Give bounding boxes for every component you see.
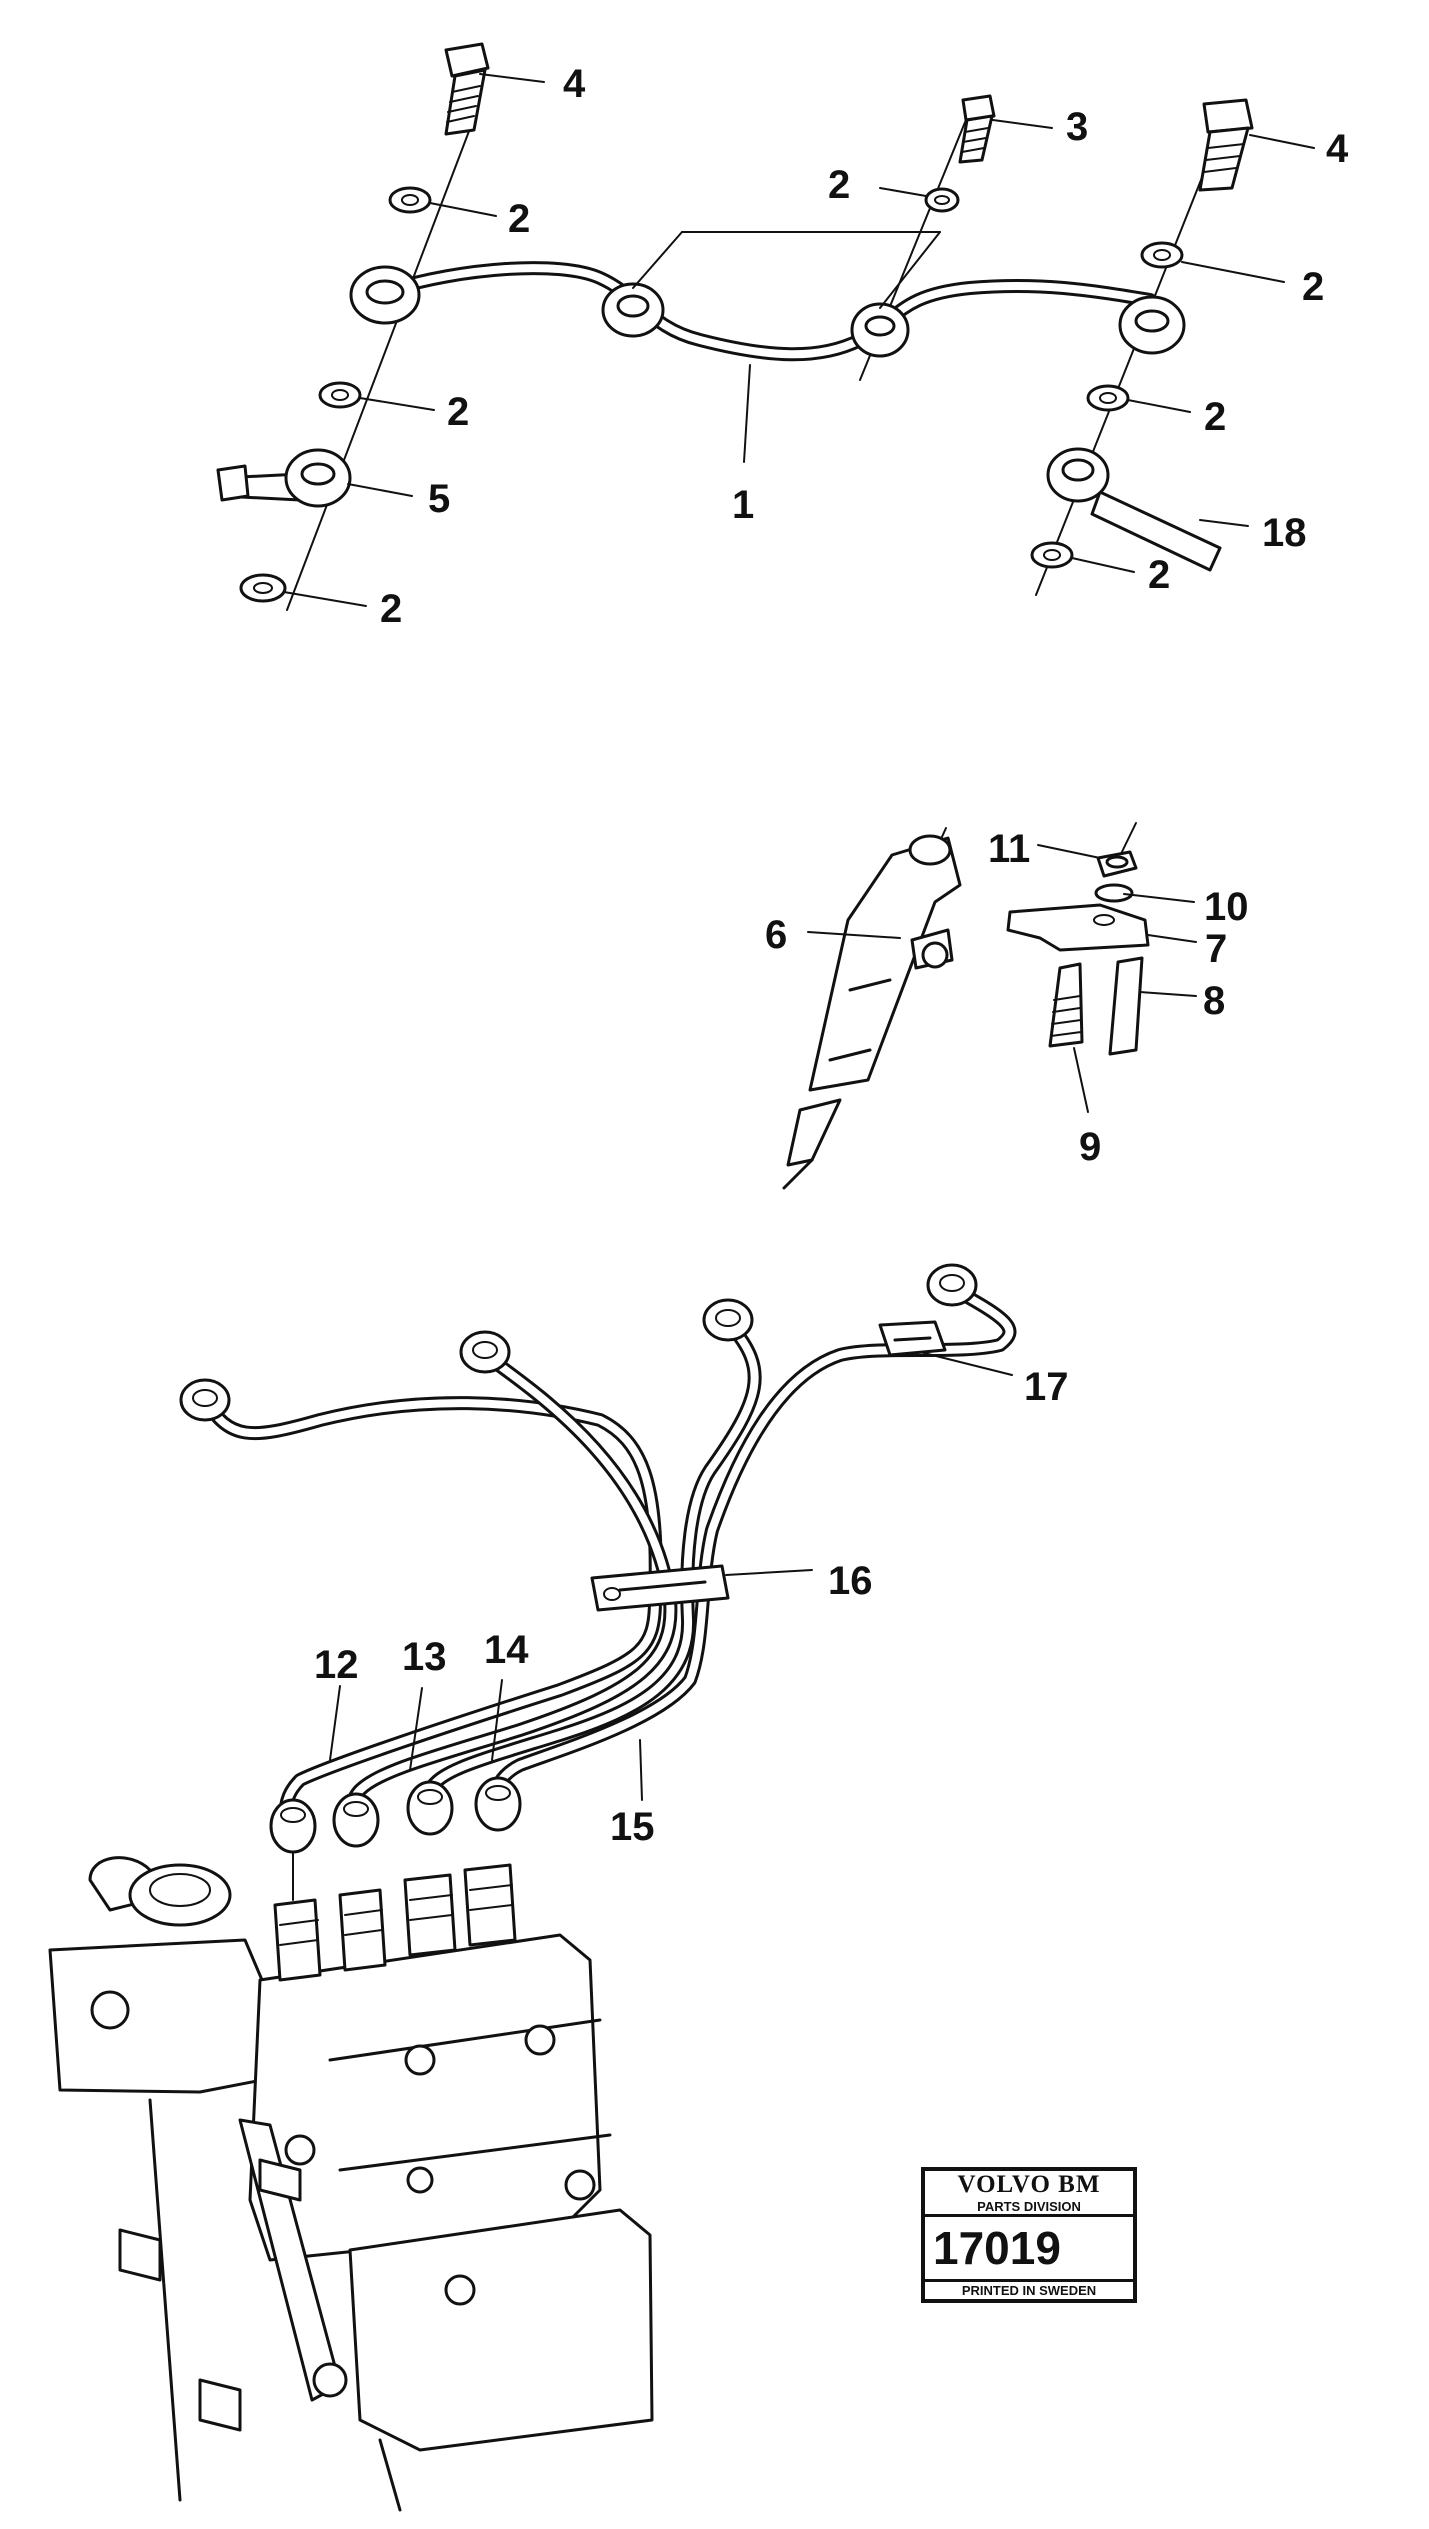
banjo-eye-center-right [850,302,910,358]
callout-2: 2 [828,163,850,207]
sealing-washer [924,187,960,213]
sealing-washer [1030,541,1074,569]
sealing-washer [1140,241,1184,269]
clamp-7 [1006,903,1150,952]
callout-3: 3 [1066,105,1088,149]
volvo-bm-stamp: VOLVO BM PARTS DIVISION 17019 PRINTED IN… [921,2167,1137,2303]
sealing-washer [239,573,287,603]
callout-15: 15 [610,1805,655,1849]
pipe-nut [459,1330,511,1374]
banjo-eye-left [349,265,421,325]
callout-2: 2 [1302,265,1324,309]
callout-2: 2 [1148,553,1170,597]
pipe-clamp-17 [878,1320,947,1357]
callout-13: 13 [402,1635,447,1679]
callout-1: 1 [732,483,754,527]
callout-2: 2 [380,587,402,631]
stamp-printed: PRINTED IN SWEDEN [961,2283,1097,2298]
callout-16: 16 [828,1559,873,1603]
callout-7: 7 [1205,927,1227,971]
callout-18: 18 [1262,511,1307,555]
stud-9 [1048,962,1084,1048]
washer-10 [1094,883,1134,903]
delivery-pipe-assembly [48,1263,1017,2512]
pipe-nut [702,1298,754,1342]
callout-17: 17 [1024,1365,1069,1409]
callout-4: 4 [1326,127,1349,171]
callout-5: 5 [428,477,450,521]
stamp-brand: VOLVO BM [957,2171,1101,2198]
stamp-division: PARTS DIVISION [925,2199,1133,2217]
sealing-washer [388,186,432,214]
injector-assembly [782,822,1197,1190]
callout-10: 10 [1204,885,1249,929]
pipe-nut [926,1263,978,1307]
callout-labels: 4 3 4 2 2 2 2 2 2 2 5 1 18 6 11 10 7 8 9… [314,62,1349,1849]
callout-9: 9 [1079,1125,1101,1169]
delivery-pipes [198,1283,1017,1837]
pipe-clamp-16 [590,1564,730,1612]
callout-2: 2 [447,390,469,434]
callout-6: 6 [765,913,787,957]
pipe-nut-lower [406,1780,454,1836]
nut-11 [1096,850,1138,878]
banjo-pipe-18 [1046,447,1222,572]
banjo-fitting-5 [216,448,352,508]
callout-11: 11 [988,827,1030,871]
hollow-screw-center [958,94,996,164]
banjo-eye-center-left [601,282,665,338]
callout-2: 2 [508,197,530,241]
hollow-screw-left [444,42,490,136]
callout-12: 12 [314,1643,359,1687]
callout-8: 8 [1203,979,1225,1023]
leak-off-pipe [383,261,1157,362]
sealing-washer [318,381,362,409]
stamp-number: 17019 [925,2217,1133,2282]
callout-14: 14 [484,1628,529,1672]
callout-2: 2 [1204,395,1226,439]
injection-pump [48,1856,654,2512]
pipe-nut [179,1378,231,1422]
pipe-nut-lower [474,1776,522,1832]
sealing-washer [1086,384,1130,412]
pipe-nut-lower [269,1798,317,1854]
leak-off-pipe-assembly [216,42,1315,611]
injector-body [782,834,962,1190]
callout-4: 4 [563,62,586,106]
banjo-eye-right [1118,295,1186,355]
pipe-nut-lower [332,1792,380,1848]
hollow-screw-right [1198,98,1254,192]
sleeve-8 [1108,956,1144,1056]
